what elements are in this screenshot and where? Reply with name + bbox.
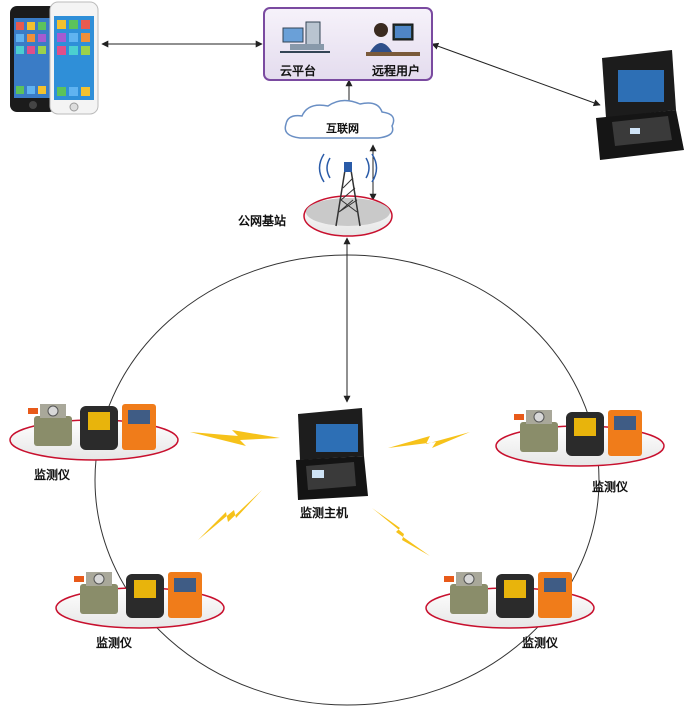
lightning-icon (190, 430, 470, 556)
monitor-station-left-bottom (55, 572, 225, 629)
arrow-platform-laptop (431, 42, 601, 107)
host-case-icon (296, 408, 368, 500)
smartphone-icon (10, 1, 99, 115)
label-remote-user: 远程用户 (372, 64, 421, 78)
cloud-icon (284, 99, 395, 139)
monitor-station-left-top (9, 404, 179, 461)
cloud-platform-box (263, 7, 433, 81)
label-internet: 互联网 (326, 122, 359, 135)
monitor-station-right-top (495, 410, 665, 467)
label-monitor-left-bottom: 监测仪 (96, 636, 133, 650)
connections (101, 40, 601, 403)
server-icon (280, 21, 330, 53)
label-monitor-left-top: 监测仪 (34, 468, 71, 482)
label-monitor-right-bottom: 监测仪 (522, 636, 559, 650)
tower-icon (303, 153, 393, 237)
monitor-station-right-bottom (425, 572, 595, 629)
label-monitor-right-top: 监测仪 (592, 480, 629, 494)
label-cloud-platform: 云平台 (280, 64, 317, 78)
laptop-case-icon (596, 50, 684, 160)
label-base-station: 公网基站 (238, 214, 287, 228)
label-host: 监测主机 (300, 506, 349, 520)
user-at-desk-icon (366, 23, 420, 56)
